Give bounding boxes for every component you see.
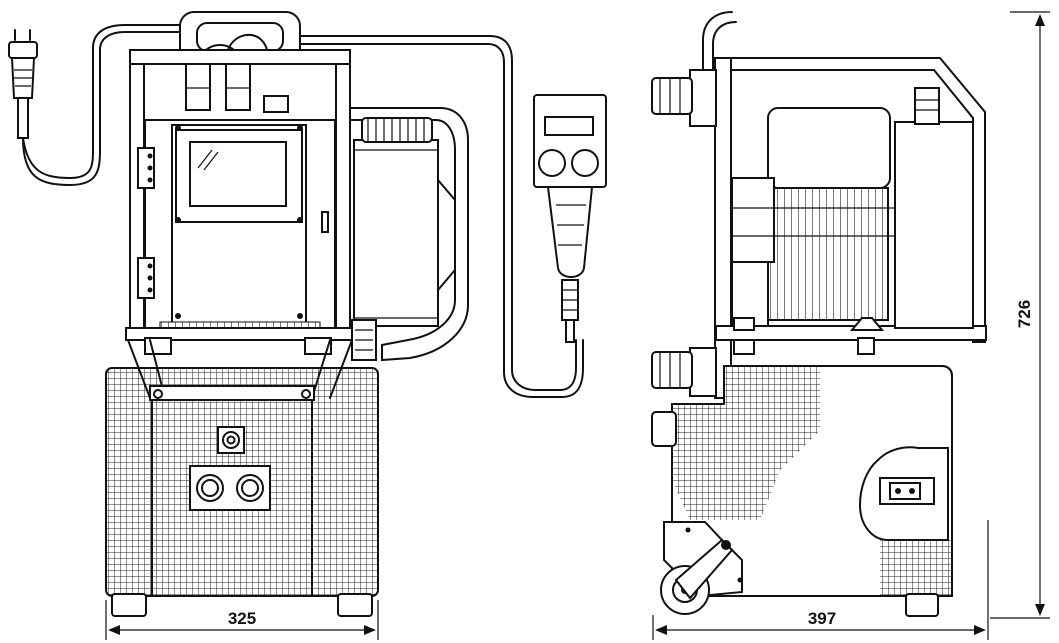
front-width-dimension [105,600,379,640]
height-dimension [990,11,1050,619]
side-motor [731,87,974,355]
power-plug [8,29,38,139]
front-view [8,11,607,640]
side-width-dimension [652,520,989,640]
front-width-label: 325 [228,609,256,628]
control-box [137,119,336,331]
power-cable [22,31,181,186]
side-frame [651,57,987,399]
height-label: 726 [1015,300,1034,328]
base-plate [125,319,377,361]
side-hose [702,11,733,111]
lower-housing [105,339,379,617]
hand-controller [533,94,607,343]
side-width-label: 397 [808,609,836,628]
controller-cable [299,35,577,391]
fluid-tank [349,107,469,362]
side-view [651,11,1050,640]
side-lower-housing [651,365,953,617]
